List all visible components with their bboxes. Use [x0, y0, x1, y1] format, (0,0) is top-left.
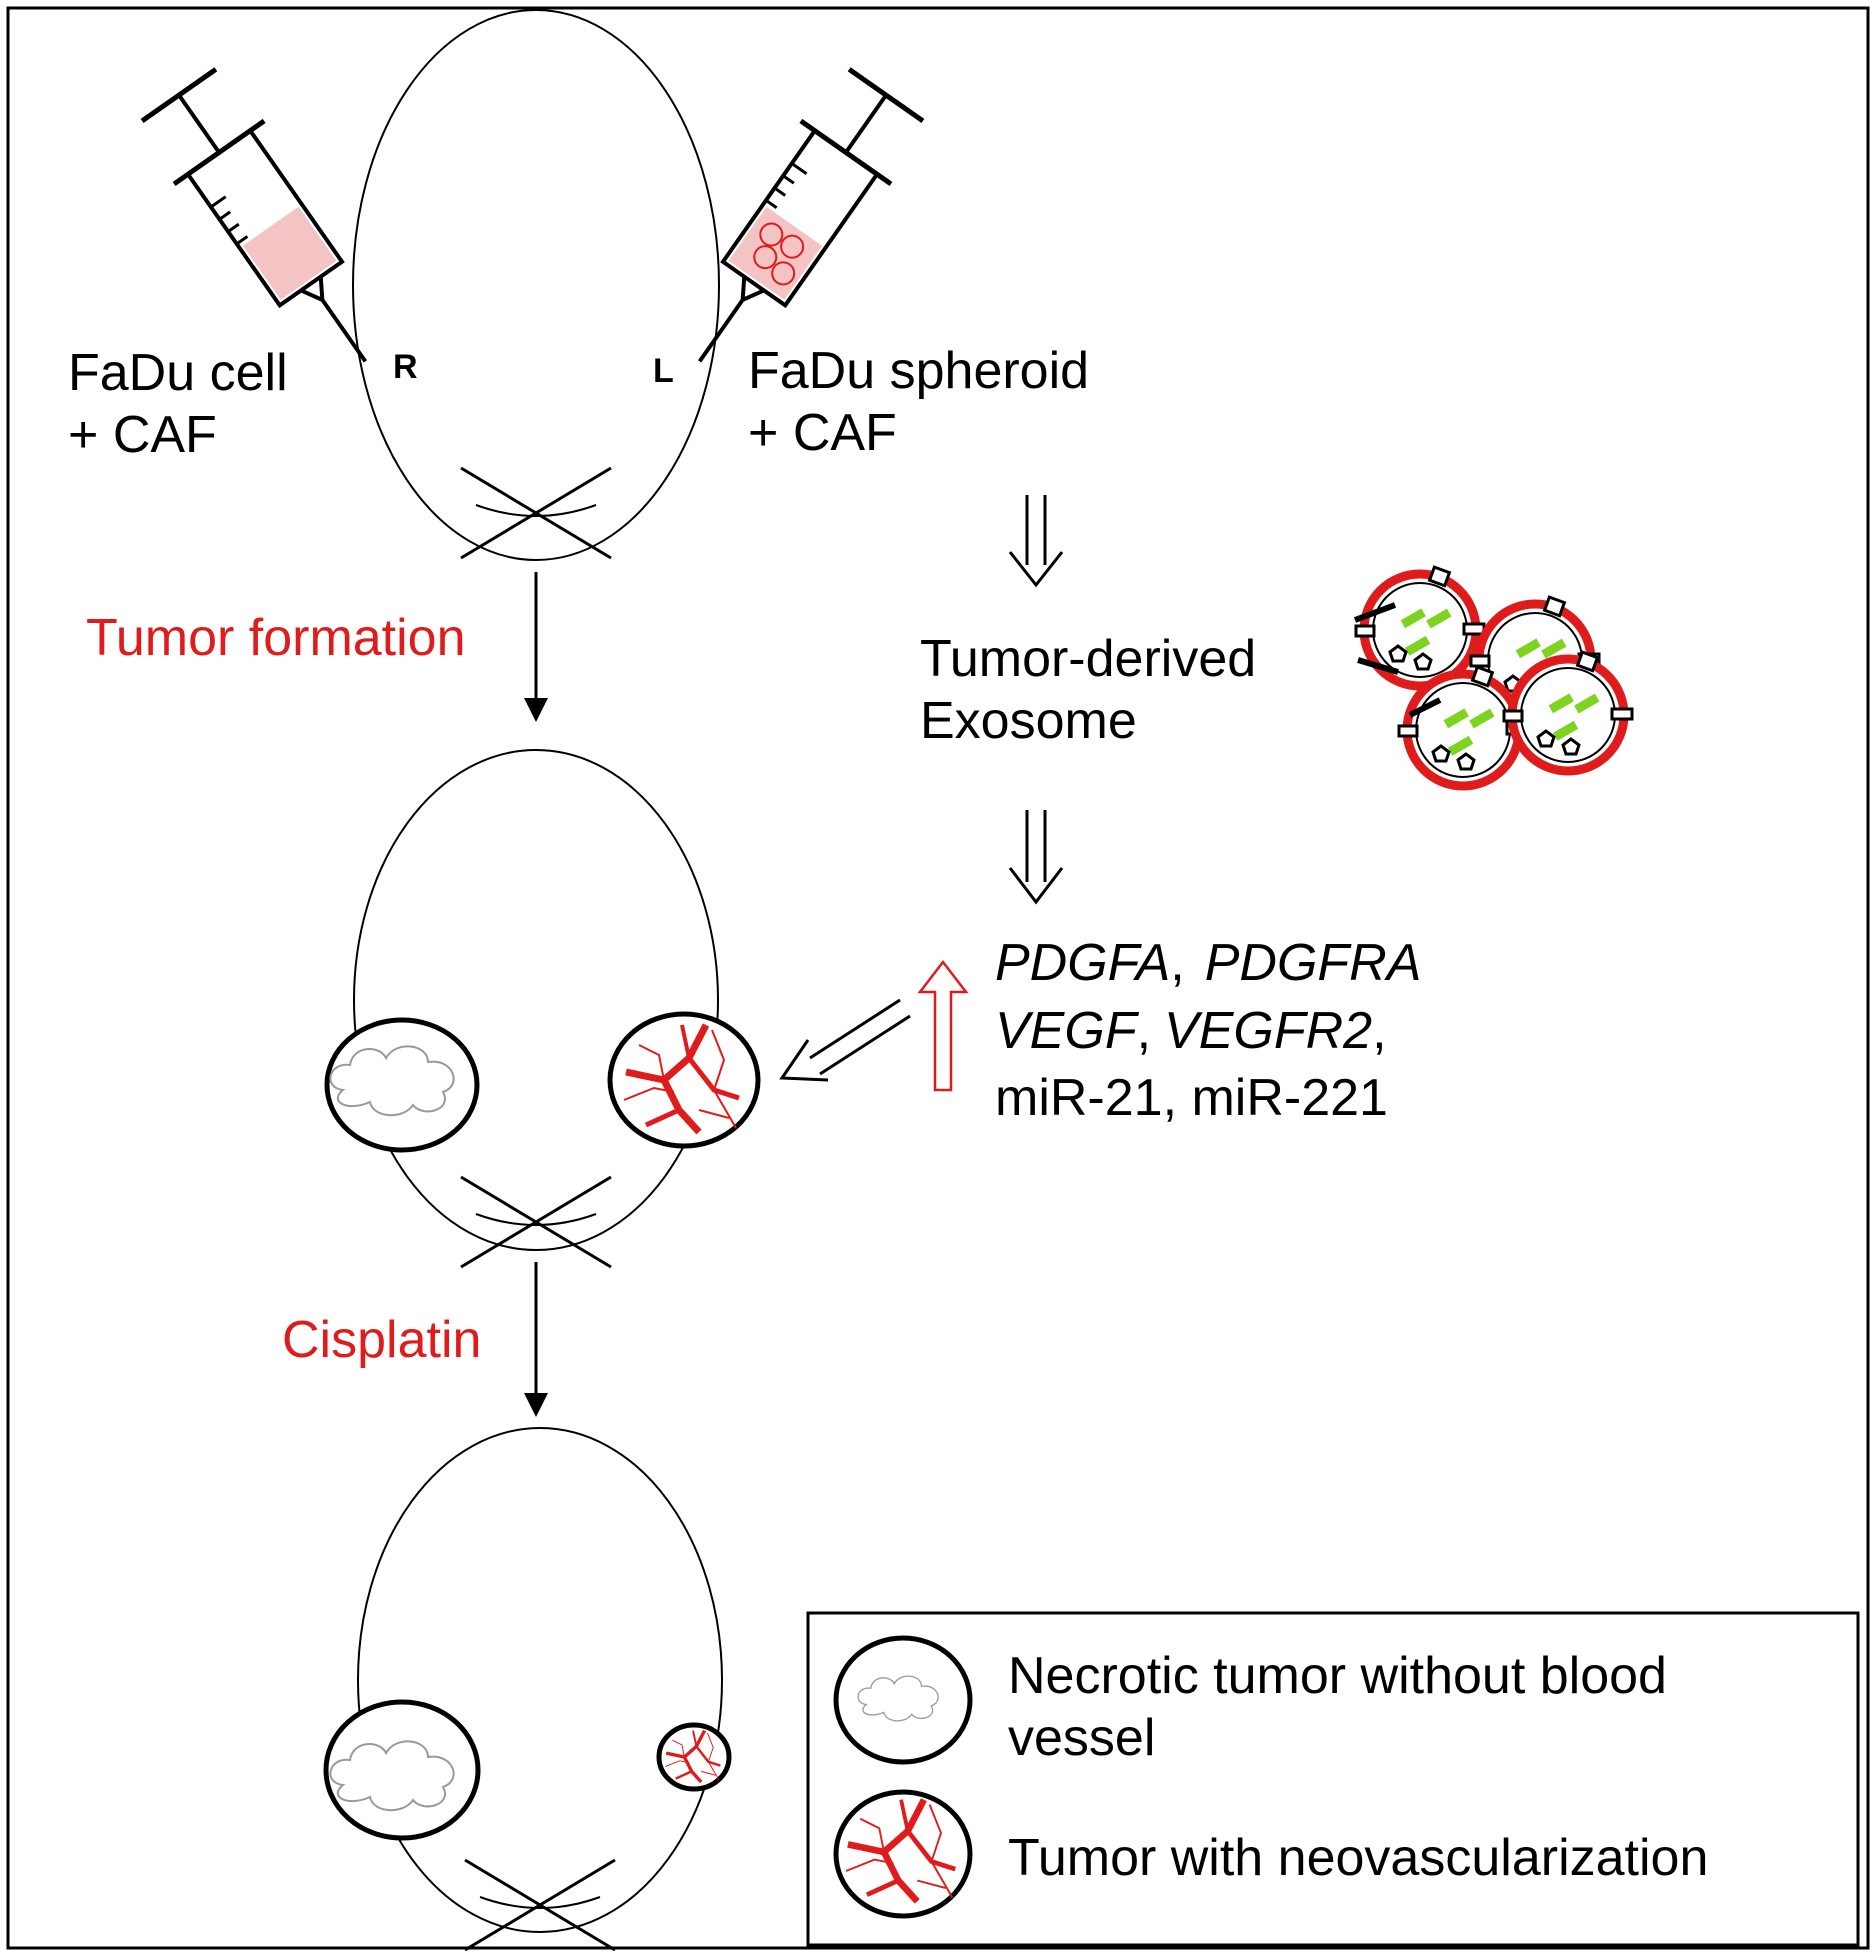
- right-side-label: R: [393, 348, 418, 386]
- exosome-label-line1: Tumor-derived: [920, 630, 1256, 688]
- gene-vegf: VEGF: [995, 1002, 1140, 1060]
- double-arrow-to-tumor: [779, 998, 911, 1082]
- arrow-tumor-formation: [524, 572, 548, 722]
- fadu-cell-label-line1: FaDu cell: [68, 344, 288, 402]
- cisplatin-label: Cisplatin: [282, 1311, 481, 1369]
- left-side-label: L: [653, 352, 674, 390]
- neovascular-tumor-middle: [607, 1011, 761, 1149]
- legend-necrotic-symbol: [833, 1635, 973, 1765]
- gene-list-line2: VEGF,VEGFR2,: [995, 1002, 1387, 1060]
- gene-list-line1: PDGFA, PDGFRA: [995, 934, 1421, 992]
- outer-frame: [6, 6, 1870, 1950]
- double-arrow-to-exosome: [1008, 495, 1064, 588]
- mouse-bottom: [357, 1427, 723, 1952]
- gene-sep-2: ,: [1137, 1002, 1151, 1060]
- fadu-spheroid-label-line2: + CAF: [748, 404, 897, 462]
- syringe-fadu-cell: [140, 67, 368, 363]
- gene-sep-1: ,: [1170, 934, 1184, 992]
- arrow-cisplatin: [524, 1262, 548, 1417]
- necrotic-tumor-middle: [324, 1017, 480, 1153]
- fadu-cell-label-line2: + CAF: [68, 406, 217, 464]
- double-arrow-to-genes: [1008, 810, 1064, 905]
- legend-box: Necrotic tumor without blood vessel Tumo…: [806, 1611, 1860, 1947]
- necrotic-tumor-bottom: [323, 1699, 481, 1841]
- mouse-middle: [353, 749, 719, 1269]
- gene-list-line3: miR-21, miR-221: [995, 1069, 1388, 1127]
- legend-neovascular-label: Tumor with neovascularization: [1008, 1829, 1708, 1887]
- syringe-fadu-spheroid: [697, 67, 925, 363]
- gene-pdgfa: PDGFA: [995, 934, 1170, 992]
- legend-necrotic-line2: vessel: [1008, 1709, 1155, 1767]
- gene-sep-3: ,: [1372, 1002, 1386, 1060]
- legend-necrotic-line1: Necrotic tumor without blood: [1008, 1647, 1667, 1705]
- exosome-label-line2: Exosome: [920, 692, 1137, 750]
- exosome-cluster-illustration: [1355, 567, 1632, 786]
- mouse-top: [352, 9, 720, 561]
- tumor-formation-label: Tumor formation: [86, 609, 466, 667]
- fadu-spheroid-label-line1: FaDu spheroid: [748, 342, 1089, 400]
- gene-vegfr2: VEGFR2: [1164, 1002, 1372, 1060]
- legend-neovascular-symbol: [833, 1789, 973, 1919]
- shrunk-neovascular-tumor-bottom: [656, 1722, 732, 1792]
- upregulation-arrow: [917, 959, 969, 1092]
- gene-pdgfra: PDGFRA: [1205, 934, 1422, 992]
